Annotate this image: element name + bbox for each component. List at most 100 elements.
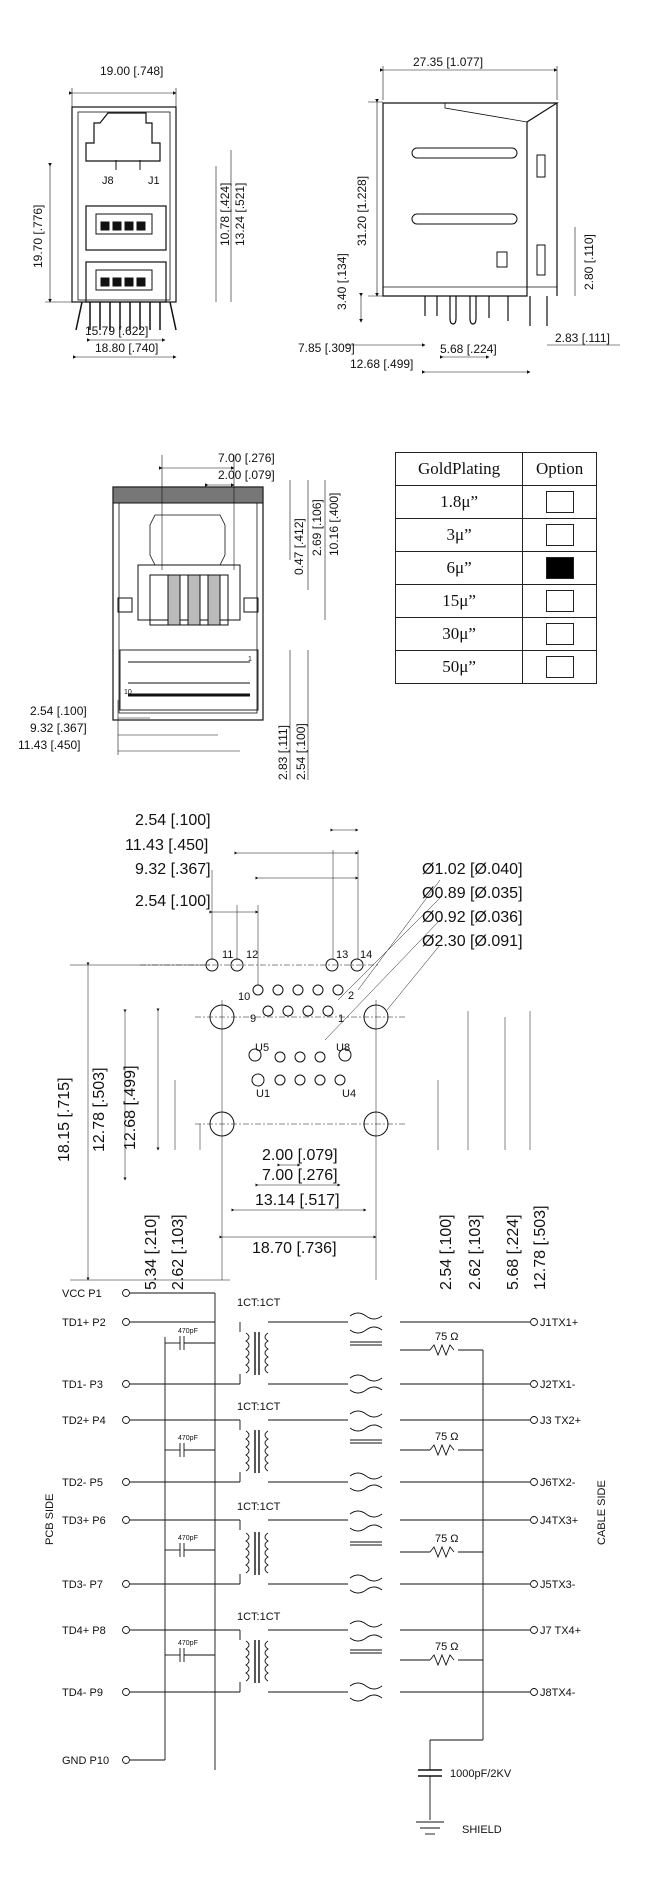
pcb-top2: 11.43 [.450] [125, 837, 208, 854]
side-w1: 7.85 [.309] [298, 341, 355, 355]
pcb-left2: 12.78 [.503] [91, 1067, 108, 1152]
front-height: 19.70 [.776] [31, 205, 45, 268]
cap-label-4: 470pF [178, 1640, 198, 1647]
option-checkbox[interactable] [545, 656, 574, 679]
pcb-bot2: 7.00 [.276] [262, 1167, 338, 1184]
label-u1: U1 [256, 1088, 270, 1100]
label-u8: U8 [336, 1042, 350, 1054]
pcb-left3: 12.68 [.499] [122, 1065, 139, 1150]
table-row: 3μ” [394, 518, 597, 552]
pcb-d4: Ø2.30 [Ø.091] [422, 933, 523, 950]
table-header-row: GoldPlating Option [394, 452, 597, 486]
bottom-w-top2: 2.00 [.079] [218, 468, 275, 482]
ratio-label-1: 1CT:1CT [237, 1297, 281, 1309]
bottom-l2: 9.32 [.367] [30, 721, 87, 735]
cable-pin-j4: J4TX3+ [540, 1515, 578, 1527]
option-checkbox[interactable] [545, 623, 574, 646]
resistor-label-3: 75 Ω [435, 1533, 459, 1545]
pin-label-p1: VCC P1 [62, 1288, 102, 1300]
pin-9-pcb: 9 [250, 1013, 256, 1025]
pin-13: 13 [336, 949, 348, 961]
front-w-inner: 15.79 [.622] [85, 324, 148, 338]
pcb-bot1: 2.00 [.079] [262, 1147, 338, 1164]
pcb-layout [70, 828, 531, 1281]
cable-pin-j5: J5TX3- [540, 1579, 576, 1591]
side-h-low: 3.40 [.134] [335, 253, 349, 310]
cable-pin-j1: J1TX1+ [540, 1317, 578, 1329]
pcb-top4: 2.54 [.100] [135, 893, 211, 910]
pcb-side-label: PCB SIDE [44, 1494, 56, 1545]
front-view [45, 88, 232, 359]
pcb-d3: Ø0.92 [Ø.036] [422, 909, 523, 926]
option-checkbox[interactable] [545, 590, 574, 613]
pin-label-p3: TD1- P3 [62, 1379, 103, 1391]
option-checkbox[interactable] [545, 491, 574, 514]
front-h1: 10.78 [.424] [218, 183, 232, 246]
pcb-right2: 2.62 [.103] [467, 1214, 484, 1290]
label-u5: U5 [255, 1042, 269, 1054]
bottom-view [112, 455, 326, 780]
pcb-d1: Ø1.02 [Ø.040] [422, 861, 523, 878]
ratio-label-3: 1CT:1CT [237, 1501, 281, 1513]
pcb-left1: 18.15 [.715] [56, 1077, 73, 1162]
bottom-r3: 10.16 [.400] [327, 493, 341, 556]
pin-label-p2: TD1+ P2 [62, 1317, 106, 1329]
bottom-w-top1: 7.00 [.276] [218, 451, 275, 465]
pin-11: 11 [222, 949, 233, 961]
option-checkbox-selected[interactable] [545, 557, 574, 580]
option-cell [522, 617, 597, 651]
cap-label-1: 470pF [178, 1328, 198, 1335]
pin-1-pcb: 1 [338, 1013, 344, 1025]
pcb-right1: 2.54 [.100] [438, 1214, 455, 1290]
label-j1: J1 [148, 175, 160, 187]
pin-10-pcb: 10 [238, 991, 250, 1003]
shield-cap-label: 1000pF/2KV [450, 1768, 512, 1780]
table-row: 50μ” [394, 650, 597, 684]
cable-pin-j6: J6TX2- [540, 1477, 576, 1489]
option-checkbox[interactable] [545, 524, 574, 547]
bottom-b1: 2.83 [.111] [276, 725, 290, 780]
pcb-d2: Ø0.89 [Ø.035] [422, 885, 523, 902]
pcb-top3: 9.32 [.367] [135, 861, 211, 878]
side-w4: 2.83 [.111] [555, 331, 610, 345]
schematic [122, 1289, 538, 1835]
option-cell [522, 584, 597, 618]
ratio-label-2: 1CT:1CT [237, 1401, 281, 1413]
side-w3: 12.68 [.499] [350, 357, 413, 371]
bottom-r2: 2.69 [.106] [310, 499, 324, 556]
plating-rows: 1.8μ”3μ”6μ”15μ”30μ”50μ” [394, 485, 597, 684]
pcb-right4: 12.78 [.503] [532, 1205, 549, 1290]
pcb-left5: 2.62 [.103] [170, 1214, 187, 1290]
pin-label-p4: TD2+ P4 [62, 1415, 106, 1427]
resistor-label-1: 75 Ω [435, 1331, 459, 1343]
pin-label-p8: TD4+ P8 [62, 1625, 106, 1637]
label-j8: J8 [102, 175, 114, 187]
pcb-right3: 5.68 [.224] [505, 1214, 522, 1290]
pin-label-p5: TD2- P5 [62, 1477, 103, 1489]
table-row: 6μ” [394, 551, 597, 585]
pcb-top1: 2.54 [.100] [135, 812, 211, 829]
pin-label-p9: TD4- P9 [62, 1687, 103, 1699]
plating-thickness: 6μ” [394, 551, 524, 585]
cable-pin-j8: J8TX4- [540, 1687, 576, 1699]
bottom-pin-1: 1 [248, 656, 252, 663]
front-h2: 13.24 [.521] [233, 183, 247, 246]
plating-thickness: 30μ” [394, 617, 524, 651]
label-u4: U4 [342, 1088, 356, 1100]
plating-thickness: 3μ” [394, 518, 524, 552]
header-option: Option [522, 452, 597, 486]
option-cell [522, 551, 597, 585]
pin-label-p6: TD3+ P6 [62, 1515, 106, 1527]
pin-label-p7: TD3- P7 [62, 1579, 103, 1591]
bottom-b2: 2.54 [.100] [294, 723, 308, 780]
side-h-right: 2.80 [.110] [582, 234, 596, 290]
pcb-bot3: 13.14 [.517] [255, 1192, 340, 1209]
header-gold-plating: GoldPlating [394, 452, 524, 486]
table-row: 30μ” [394, 617, 597, 651]
side-w2: 5.68 [.224] [440, 342, 497, 356]
option-cell [522, 518, 597, 552]
plating-thickness: 1.8μ” [394, 485, 524, 519]
pcb-bot4: 18.70 [.736] [252, 1240, 337, 1257]
option-cell [522, 485, 597, 519]
